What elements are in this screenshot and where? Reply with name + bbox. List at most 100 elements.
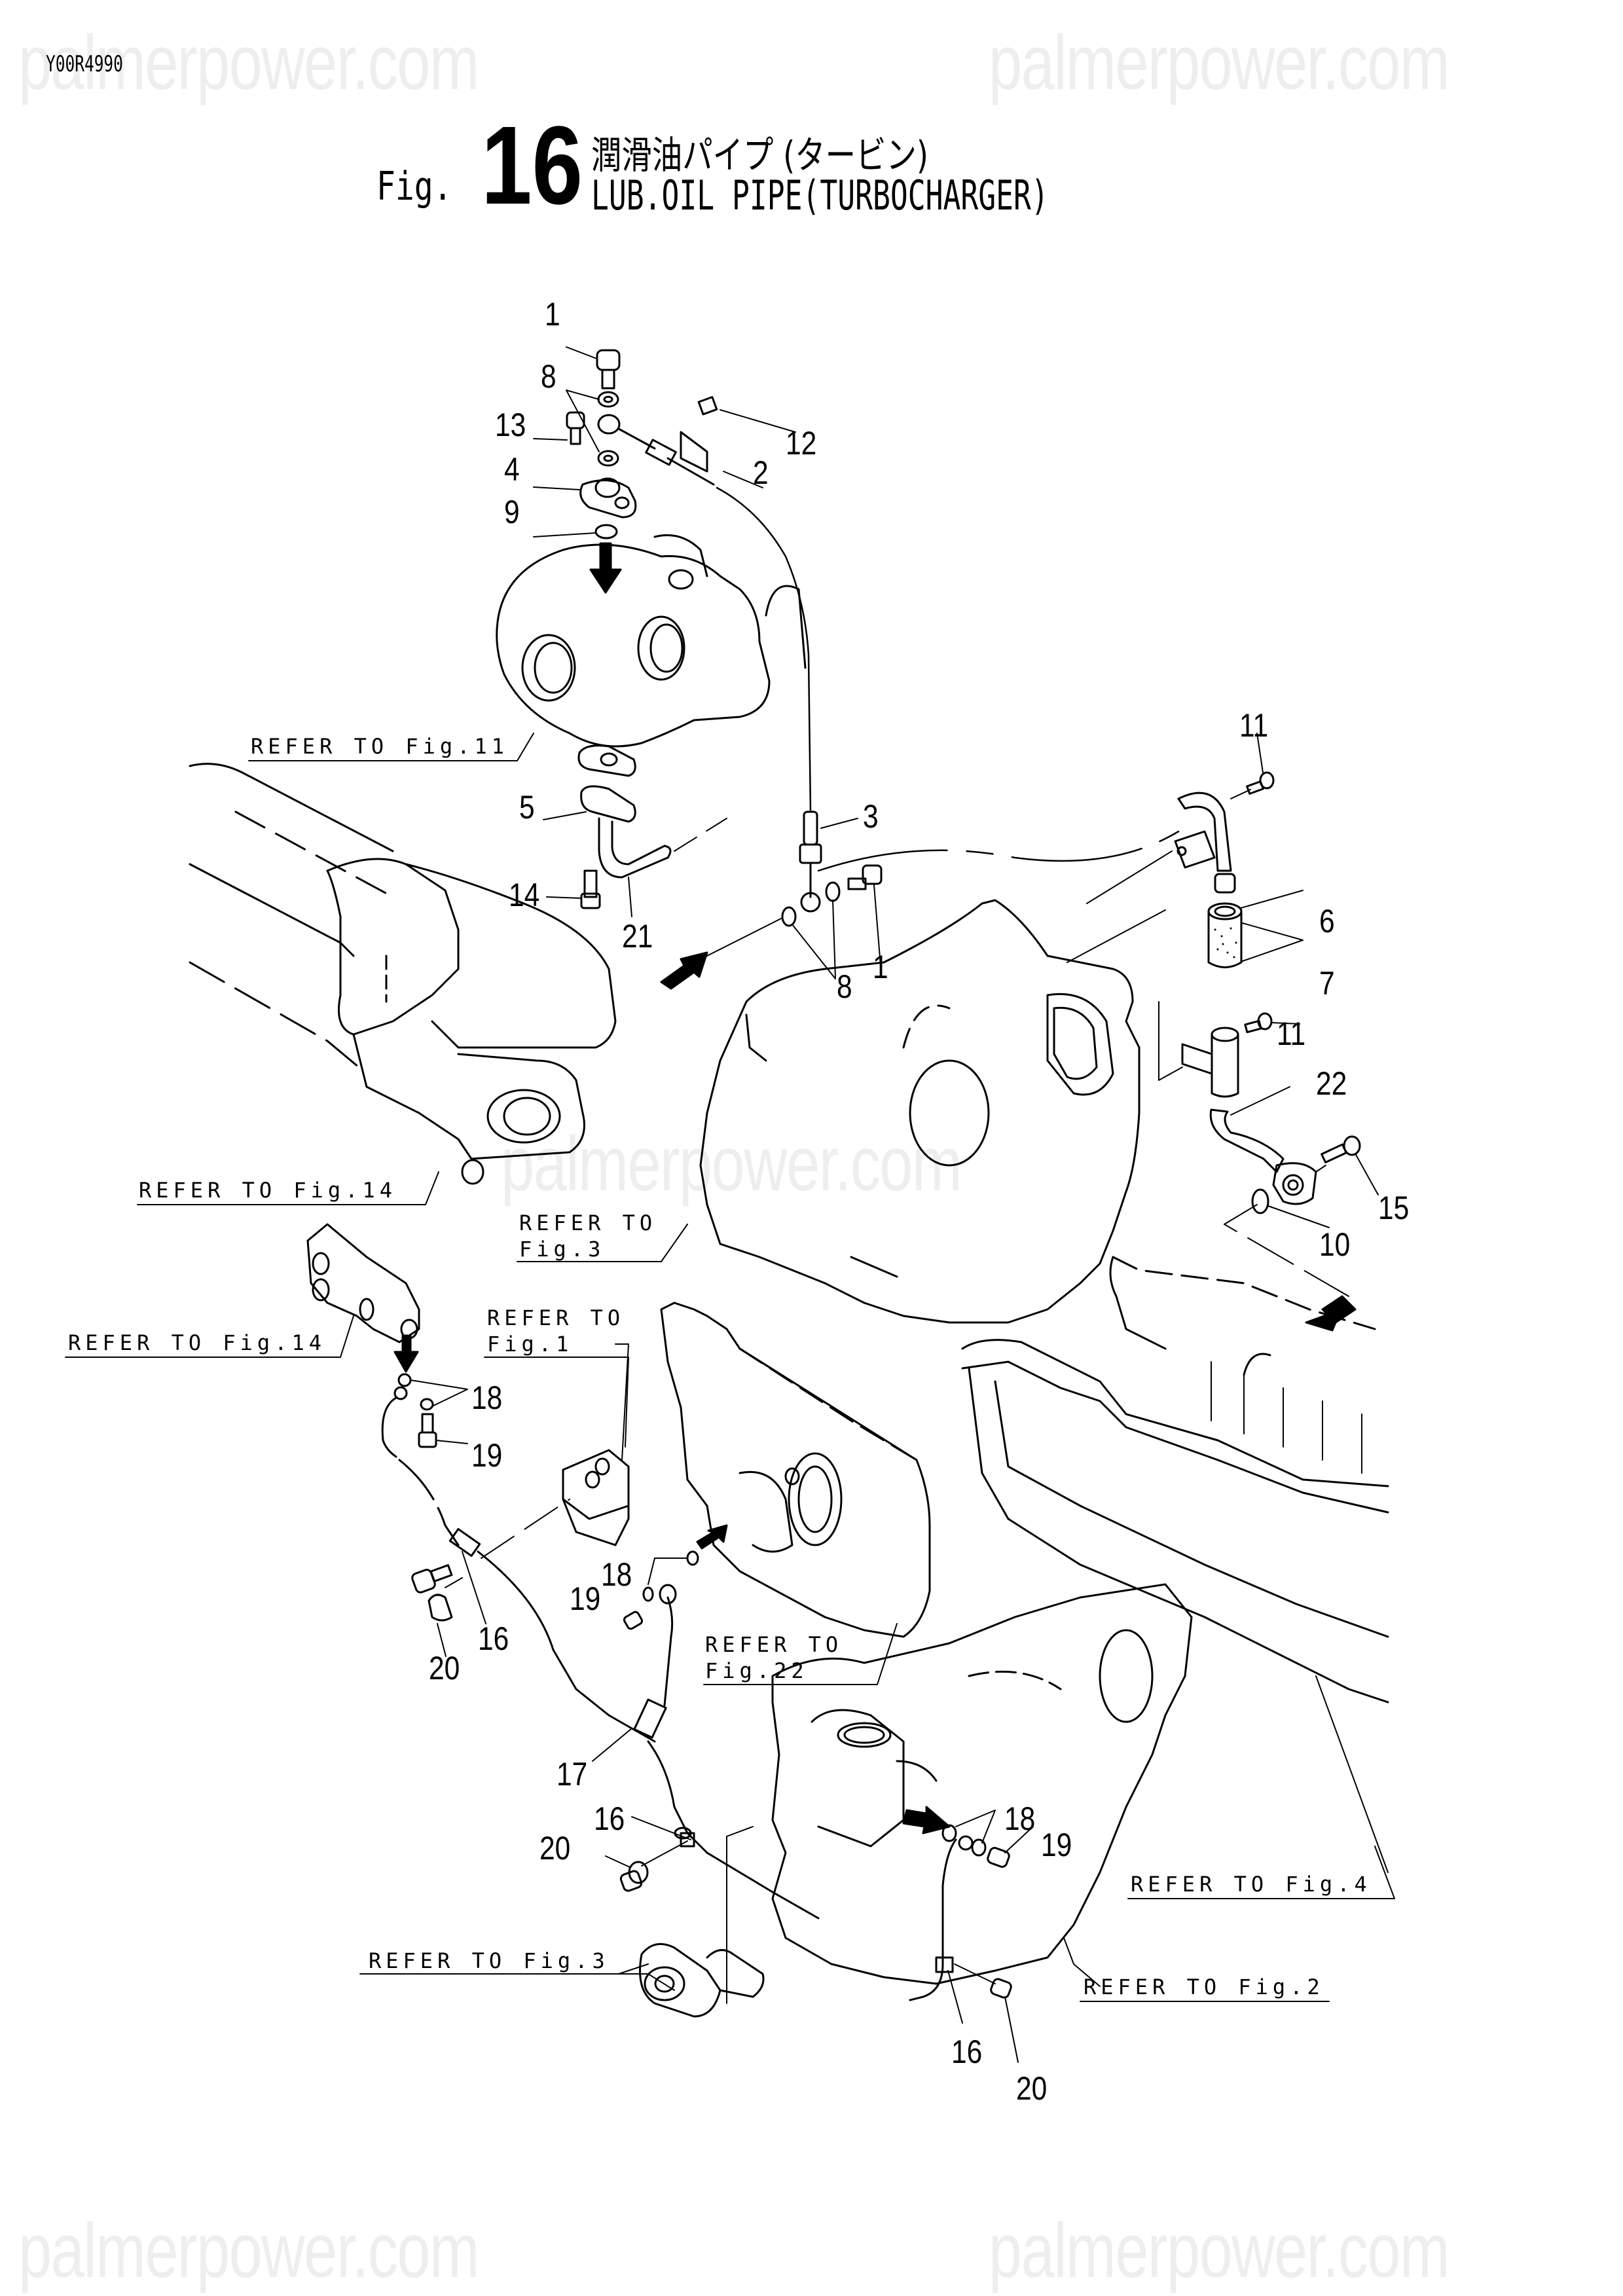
hose-connector-icon bbox=[1214, 873, 1236, 894]
callout-20-mid: 20 bbox=[539, 1830, 571, 1867]
reference-fig-3-lower: REFER TO Fig.3 bbox=[369, 1948, 610, 1974]
oil-pan-arrow-icon bbox=[1305, 1295, 1357, 1332]
callout-17: 17 bbox=[556, 1756, 588, 1793]
oil-pipe-main bbox=[716, 486, 812, 813]
callout-11-top: 11 bbox=[1239, 707, 1269, 744]
watermark-center: palmerpower.com bbox=[501, 1121, 962, 1207]
figure-number: 16 bbox=[481, 103, 583, 228]
callout-5: 5 bbox=[519, 789, 535, 826]
figure-title-japanese: 潤滑油パイプ (タービン) bbox=[591, 133, 928, 177]
reference-text: REFER TO Fig.14 bbox=[139, 1178, 397, 1203]
flange-4-icon bbox=[533, 477, 637, 519]
bolt-15-icon bbox=[1315, 1135, 1379, 1195]
insert-arrow-mid-icon bbox=[696, 1524, 728, 1550]
callout-13: 13 bbox=[495, 407, 526, 443]
callout-19-mid: 19 bbox=[570, 1580, 601, 1617]
flange-10-icon bbox=[1272, 1162, 1317, 1205]
callout-16-right: 16 bbox=[951, 2033, 983, 2070]
watermark-bottom-left: palmerpower.com bbox=[18, 2208, 480, 2294]
bolt-11-upper-icon bbox=[1230, 733, 1275, 799]
callout-18-mid: 18 bbox=[601, 1556, 632, 1593]
elbow-3-icon bbox=[799, 811, 858, 913]
oil-pipe-lower-right bbox=[909, 1810, 1101, 2063]
lower-engine-outline bbox=[771, 1583, 1193, 1985]
callout-18-left: 18 bbox=[471, 1379, 503, 1416]
callout-16-left: 16 bbox=[478, 1620, 509, 1657]
callout-10: 10 bbox=[1319, 1226, 1351, 1263]
reference-text: REFER TO Fig.14 bbox=[68, 1330, 326, 1355]
callout-6: 6 bbox=[1319, 903, 1335, 939]
callout-8-lower: 8 bbox=[837, 968, 852, 1005]
watermark-top-right: palmerpower.com bbox=[989, 20, 1450, 106]
turbocharger-outline bbox=[496, 534, 807, 748]
fittings-18-19-mid-icon bbox=[623, 1524, 728, 1630]
callout-18-right: 18 bbox=[1004, 1800, 1036, 1837]
washers-8-lower-icon bbox=[781, 881, 841, 979]
starter-motor-outline bbox=[189, 763, 617, 1185]
callout-1-top: 1 bbox=[545, 296, 560, 333]
reference-text: REFER TO Fig.4 bbox=[1131, 1872, 1372, 1897]
callout-8-top: 8 bbox=[541, 358, 556, 395]
reference-fig-4: REFER TO Fig.4 bbox=[1131, 1871, 1372, 1897]
eye-joint-pipe-icon bbox=[597, 395, 796, 488]
callout-3: 3 bbox=[863, 798, 879, 835]
callout-22: 22 bbox=[1316, 1065, 1347, 1102]
callout-1-lower: 1 bbox=[873, 949, 888, 985]
bracket-outline bbox=[562, 1343, 630, 1546]
callout-21: 21 bbox=[622, 918, 653, 955]
down-arrow-left-icon bbox=[393, 1334, 419, 1373]
oring-10-icon bbox=[1224, 1188, 1349, 1297]
reference-leaders bbox=[65, 733, 1395, 2002]
bolt-11-lower-icon bbox=[1244, 1012, 1300, 1034]
bolt-13-icon bbox=[533, 411, 585, 445]
oring-9-icon bbox=[533, 524, 618, 539]
figure-prefix: Fig. bbox=[376, 164, 452, 210]
reference-text: REFER TO Fig.3 bbox=[369, 1948, 610, 1973]
reference-fig-11: REFER TO Fig.11 bbox=[251, 733, 509, 759]
callout-14: 14 bbox=[509, 877, 540, 913]
bolt-20-upper-icon bbox=[411, 1564, 453, 1594]
oil-pipe-21-icon bbox=[580, 785, 727, 917]
reference-text: REFER TO bbox=[487, 1305, 625, 1330]
callout-19-left: 19 bbox=[471, 1437, 503, 1474]
reference-fig-14-lower: REFER TO Fig.14 bbox=[68, 1330, 326, 1356]
reference-text: REFER TO bbox=[705, 1632, 843, 1657]
callout-7: 7 bbox=[1319, 965, 1335, 1002]
callout-2: 2 bbox=[753, 454, 769, 491]
reference-fig-14-upper: REFER TO Fig.14 bbox=[139, 1177, 397, 1203]
callout-11-lower: 11 bbox=[1277, 1015, 1306, 1052]
figure-title-english: LUB.OIL PIPE(TURBOCHARGER) bbox=[591, 172, 1049, 219]
reference-fig-2: REFER TO Fig.2 bbox=[1084, 1974, 1324, 2000]
insert-arrow-icon bbox=[660, 951, 708, 990]
insert-arrow-lower-icon bbox=[902, 1806, 951, 1834]
cylinder-block-outline bbox=[660, 1302, 931, 1638]
reference-text: REFER TO bbox=[519, 1211, 657, 1235]
insert-arrow-line bbox=[706, 917, 783, 957]
bolt-14-icon bbox=[546, 869, 601, 909]
hose-22-icon bbox=[1209, 1086, 1290, 1173]
bolt-1-lower-icon bbox=[847, 864, 883, 966]
callout-16-mid: 16 bbox=[594, 1800, 625, 1837]
watermark-bottom-right: palmerpower.com bbox=[989, 2208, 1450, 2294]
callout-19-right: 19 bbox=[1041, 1827, 1072, 1863]
watermark-top-left: palmerpower.com bbox=[18, 20, 480, 106]
reference-text-line2: Fig.1 bbox=[487, 1332, 574, 1357]
gear-case-outline bbox=[306, 1223, 420, 1343]
callout-4: 4 bbox=[504, 451, 520, 488]
callout-15: 15 bbox=[1378, 1190, 1410, 1226]
gasket-5-icon bbox=[543, 744, 636, 820]
washers-top-icon bbox=[566, 390, 619, 467]
callout-20-right: 20 bbox=[1016, 2070, 1048, 2107]
oil-pipe-upper-right bbox=[817, 830, 1180, 872]
bolt-20-middle-icon bbox=[619, 1870, 643, 1892]
filter-6-icon bbox=[1207, 890, 1304, 968]
bent-pipe-right-icon bbox=[1086, 792, 1232, 904]
flywheel-housing-outline bbox=[699, 899, 1166, 1324]
document-id: Y00R4990 bbox=[46, 51, 123, 77]
eye-bolt-top-icon bbox=[566, 346, 621, 390]
callout-20-left: 20 bbox=[429, 1650, 460, 1686]
